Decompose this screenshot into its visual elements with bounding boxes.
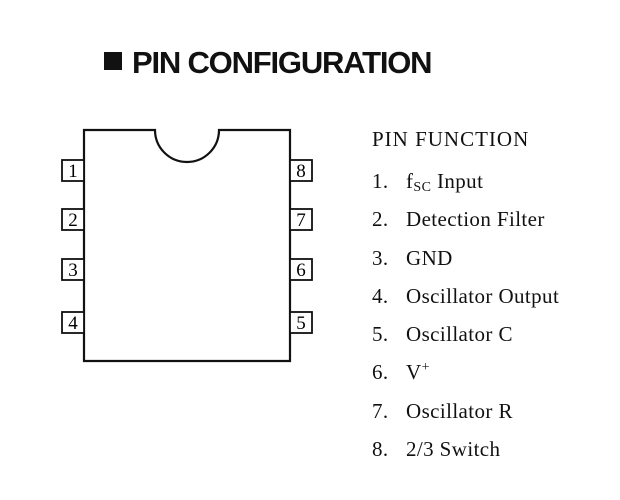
pin-6: 6 — [289, 258, 313, 281]
function-index: 3. — [372, 245, 389, 270]
function-text: 2/3 Switch — [406, 437, 501, 462]
pin-4: 4 — [61, 311, 85, 334]
pin-function-list: PIN FUNCTION 1. fSC Input 2. Detection Fil… — [372, 124, 559, 468]
function-text: Detection Filter — [406, 207, 545, 232]
pin-1: 1 — [61, 159, 85, 182]
list-item: 6. V+ — [372, 353, 559, 391]
function-text: Oscillator C — [406, 322, 513, 347]
pin-5-label: 5 — [296, 313, 306, 334]
function-index: 5. — [372, 322, 389, 347]
function-index: 1. — [372, 169, 389, 193]
function-index: 8. — [372, 437, 389, 462]
list-item: 2. Detection Filter — [372, 200, 559, 238]
pin-7-label: 7 — [296, 210, 306, 231]
pin-2-label: 2 — [68, 210, 78, 231]
bullet-square-icon — [104, 52, 122, 70]
function-text: Oscillator R — [406, 398, 513, 423]
list-item: 8. 2/3 Switch — [372, 430, 559, 468]
title-text: PIN CONFIGURATION — [132, 45, 433, 80]
pin-5: 5 — [289, 311, 313, 334]
list-item: 1. fSC Input — [372, 162, 559, 200]
pin-2: 2 — [61, 208, 85, 231]
function-superscript: + — [421, 360, 430, 376]
function-index: 2. — [372, 207, 389, 232]
pin-8: 8 — [289, 159, 313, 182]
pin-7: 7 — [289, 208, 313, 231]
pin-function-header: PIN FUNCTION — [372, 127, 530, 151]
list-item: 4. Oscillator Output — [372, 277, 559, 315]
page-title: PIN CONFIGURATION — [104, 44, 433, 82]
function-text: Oscillator Output — [406, 283, 560, 308]
list-item: 3. GND — [372, 239, 559, 277]
function-index: 4. — [372, 283, 389, 308]
function-index: 6. — [372, 360, 389, 385]
pin-4-label: 4 — [68, 313, 78, 334]
list-item: 7. Oscillator R — [372, 392, 559, 430]
pin-1-label: 1 — [68, 161, 78, 182]
pin-3: 3 — [61, 258, 85, 281]
pin-8-label: 8 — [296, 161, 306, 182]
function-text-rest: Input — [431, 169, 484, 193]
function-text: GND — [406, 245, 453, 270]
pin-3-label: 3 — [68, 260, 78, 281]
function-text: f — [406, 169, 414, 193]
pin-6-label: 6 — [296, 260, 306, 281]
function-text: V — [406, 360, 422, 385]
list-item: 5. Oscillator C — [372, 315, 559, 353]
function-subscript: SC — [413, 180, 432, 195]
chip-body — [82, 128, 292, 363]
function-index: 7. — [372, 398, 389, 423]
